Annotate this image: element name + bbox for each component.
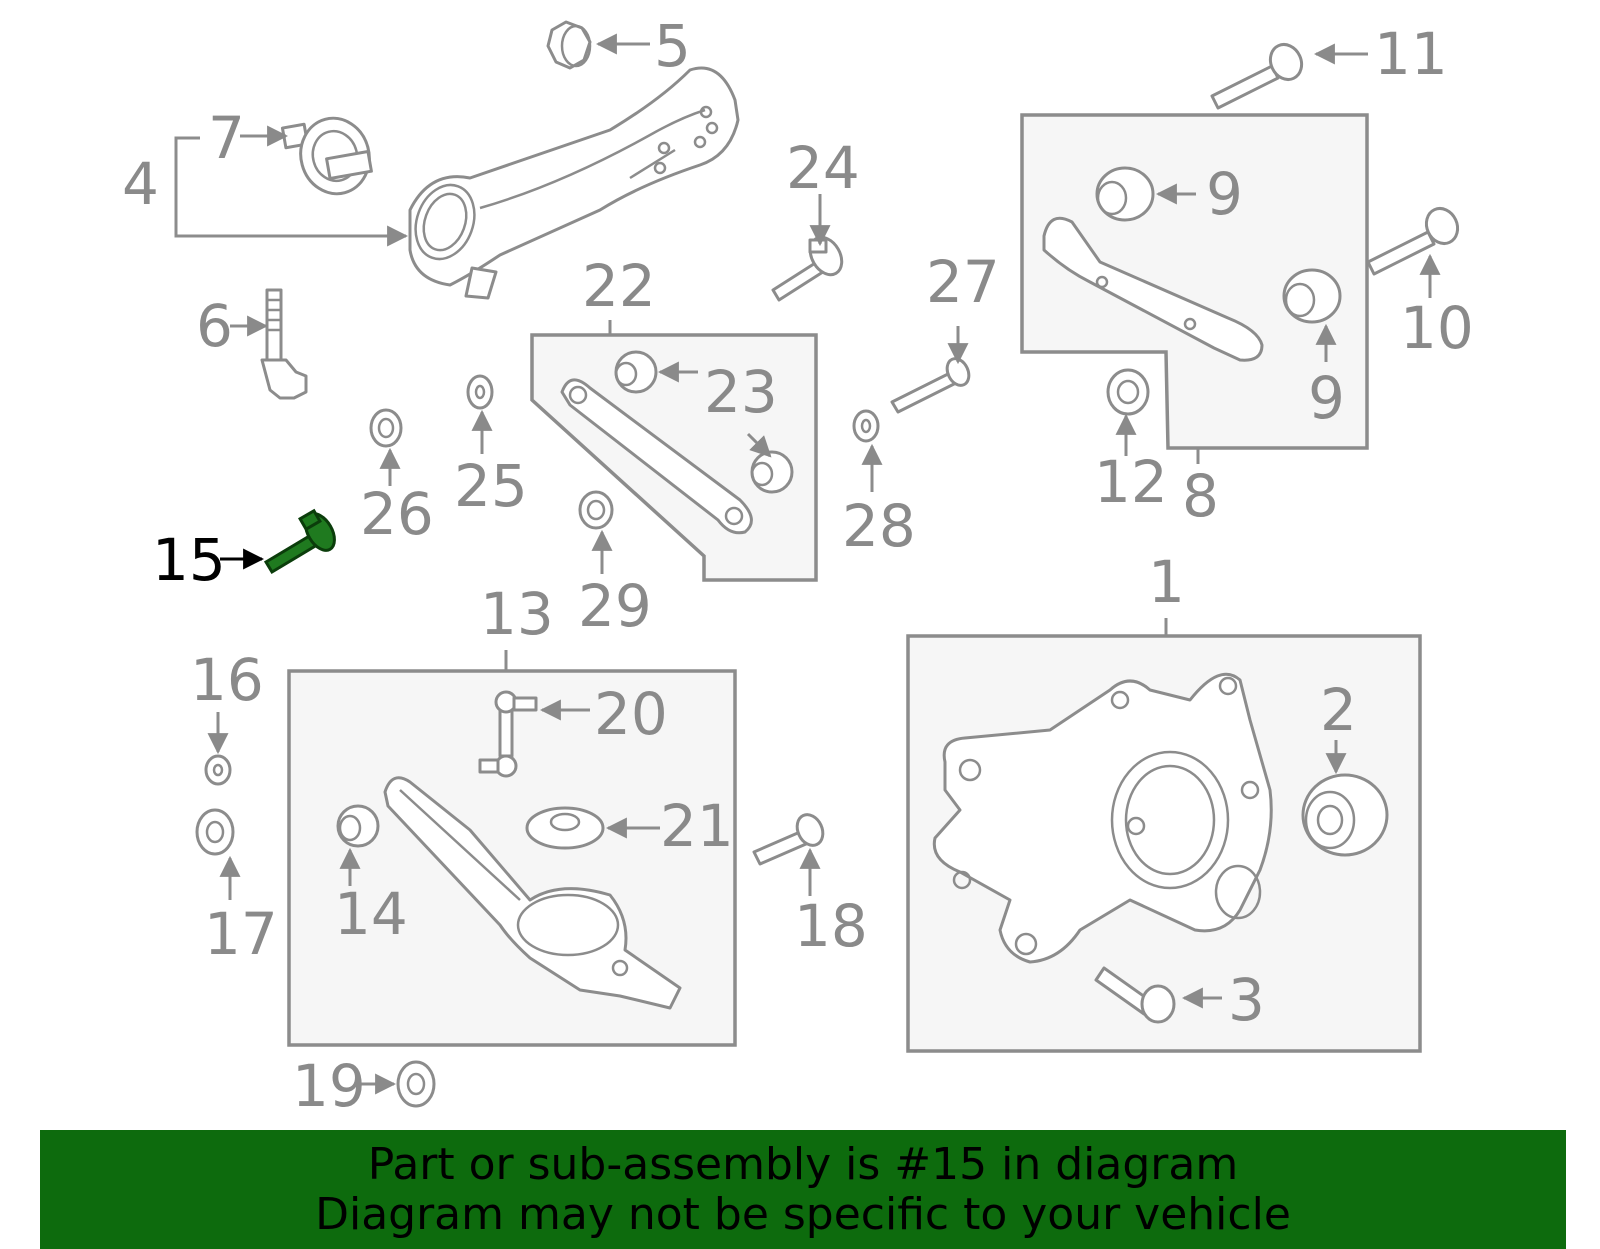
stabilizer-link-part-20: [478, 690, 538, 778]
callout-17: 17: [204, 900, 278, 968]
callout-11: 11: [1374, 20, 1448, 88]
callout-29: 29: [578, 572, 652, 640]
bushing-part-14: [336, 804, 380, 848]
upper-arm-part: [1042, 216, 1264, 362]
callout-22: 22: [582, 252, 656, 320]
nut-part-29: [578, 490, 614, 530]
bolt-part-18: [752, 813, 825, 866]
callout-12: 12: [1094, 448, 1168, 516]
callout-2: 2: [1320, 676, 1357, 744]
callout-27: 27: [926, 248, 1000, 316]
highlighted-bolt-part-15: [263, 508, 336, 575]
callout-9-upper: 9: [1206, 160, 1243, 228]
bushing-part-23b: [750, 450, 794, 494]
callout-9-lower: 9: [1308, 364, 1345, 432]
callout-25: 25: [454, 452, 528, 520]
bushing-part-7: [280, 116, 373, 196]
callout-6: 6: [196, 292, 233, 360]
callout-23: 23: [704, 358, 778, 426]
callout-10: 10: [1400, 294, 1474, 362]
link-part-22: [560, 378, 753, 535]
washer-part-16: [204, 754, 232, 786]
bolt-part-3: [1094, 966, 1176, 1024]
nut-part-12: [1106, 368, 1150, 416]
bushing-part-23a: [614, 350, 658, 394]
washer-part-25: [466, 374, 494, 410]
callout-13: 13: [480, 580, 554, 648]
lower-arm-part: [383, 776, 682, 1010]
callout-7: 7: [208, 104, 245, 172]
callout-15: 15: [152, 526, 226, 594]
trailing-arm-part: [408, 66, 740, 300]
parts-diagram: 5 7 4 6 24 22 23 27 28 26 25 29 11 9 9 1…: [122, 12, 1474, 1120]
bushing-part-9a: [1095, 166, 1155, 222]
callout-16: 16: [190, 646, 264, 714]
washer-part-28: [852, 409, 880, 443]
callout-20: 20: [594, 680, 668, 748]
bushing-part-2: [1301, 773, 1389, 857]
callout-4: 4: [122, 150, 159, 218]
banner-line-1: Part or sub-assembly is #15 in diagram: [367, 1139, 1239, 1190]
bolt-part-6: [260, 288, 308, 400]
callout-14: 14: [334, 880, 408, 948]
callout-26: 26: [360, 480, 434, 548]
callout-1: 1: [1148, 548, 1185, 616]
bolt-part-24: [771, 235, 844, 302]
callout-5: 5: [654, 12, 691, 80]
spring-seat-part-21: [525, 806, 605, 850]
callout-19: 19: [292, 1052, 366, 1120]
bushing-part-9b: [1282, 268, 1342, 324]
leader-lines: [174, 33, 1441, 1095]
bolt-part-11: [1210, 42, 1304, 110]
banner-line-2: Diagram may not be specific to your vehi…: [315, 1189, 1291, 1240]
callout-24: 24: [786, 134, 860, 202]
callout-8: 8: [1182, 462, 1219, 530]
bolt-part-27: [890, 357, 971, 414]
bolt-part-10: [1366, 206, 1460, 276]
callout-3: 3: [1228, 966, 1265, 1034]
info-banner: Part or sub-assembly is #15 in diagram D…: [40, 1130, 1566, 1249]
knuckle-part: [932, 672, 1273, 964]
callout-18: 18: [794, 892, 868, 960]
callout-21: 21: [660, 792, 734, 860]
nut-part-5: [546, 20, 592, 70]
nut-part-17: [195, 808, 235, 856]
nut-part-19: [396, 1060, 436, 1108]
callout-28: 28: [842, 492, 916, 560]
nut-part-26: [369, 408, 403, 448]
